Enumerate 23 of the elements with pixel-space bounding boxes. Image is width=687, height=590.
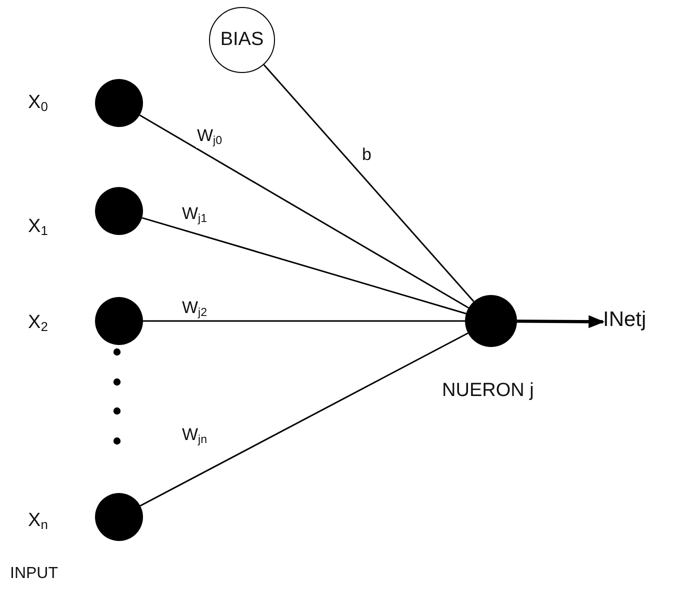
node-label: X$_{2}$	[28, 312, 48, 334]
edge-label: W$_{jn}$	[181, 425, 208, 448]
edge-label: W$_{j2}$	[181, 298, 208, 320]
caption-label: INPUT	[10, 565, 58, 583]
connector-line	[263, 64, 474, 302]
arrow	[516, 315, 605, 328]
neuron-circle	[465, 295, 517, 347]
edge-label: W$_{j1}$	[181, 204, 208, 226]
neuron-circle	[95, 79, 143, 127]
node-label: X$_{1}$	[28, 216, 48, 238]
edge-label: W$_{j0}$	[196, 126, 224, 148]
connector-line	[139, 114, 469, 308]
neuron-circle	[95, 187, 143, 235]
output-label: INetj	[603, 308, 646, 332]
connector-line	[140, 332, 468, 506]
node-label: X$_{n}$	[28, 510, 48, 532]
node-label: NUERON j	[442, 380, 534, 402]
neuron-circle	[95, 297, 143, 345]
connector-line	[143, 320, 465, 322]
neuron-circle	[95, 493, 143, 541]
bias-circle: BIAS	[209, 7, 275, 73]
connector-line	[142, 217, 466, 314]
node-label: X$_{0}$	[28, 92, 48, 114]
